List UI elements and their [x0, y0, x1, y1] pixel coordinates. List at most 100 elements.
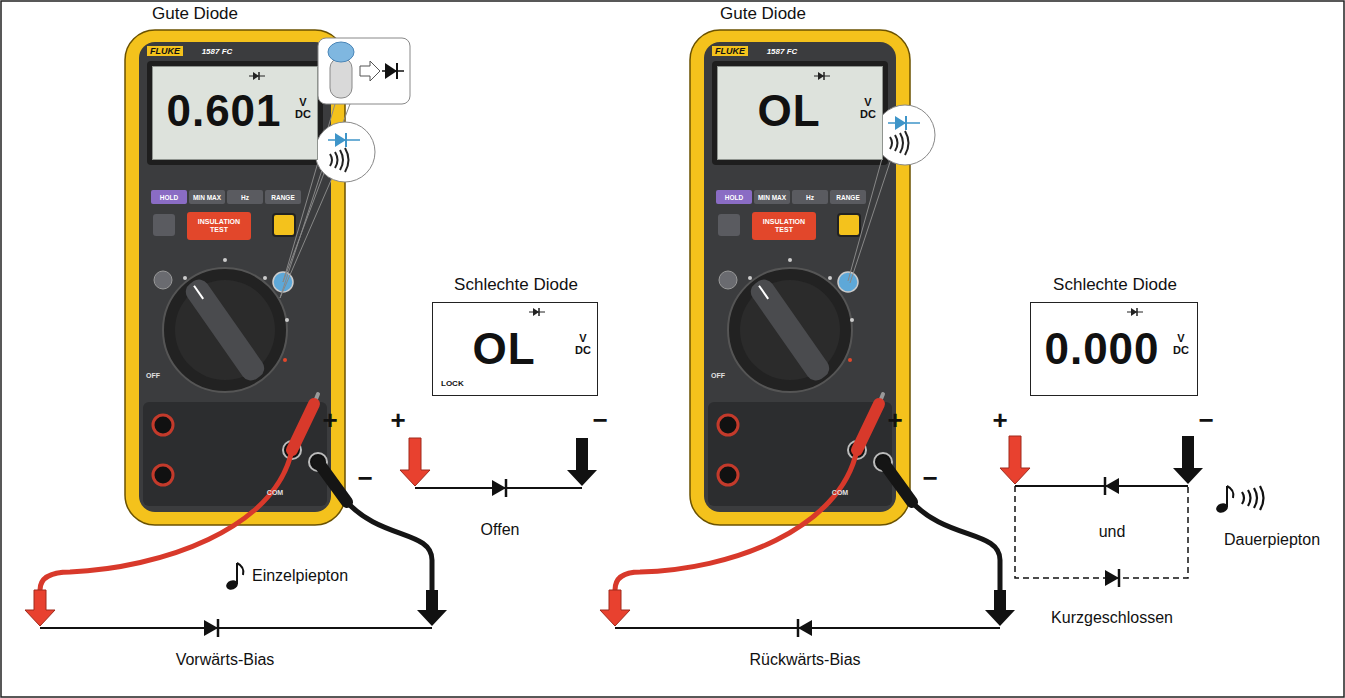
diode-circuit: [204, 620, 218, 636]
diode-icon: [249, 71, 265, 81]
diode-circuit: [40, 619, 432, 637]
polarity-sign: −: [1198, 407, 1213, 433]
diode-circuit: [615, 619, 1000, 637]
dial-callout: [315, 122, 375, 182]
polarity-sign: +: [390, 407, 405, 433]
multimeter-drawing: [690, 30, 910, 525]
beep-note: [1227, 486, 1233, 498]
lock-indicator: LOCK: [441, 379, 464, 388]
diode-icon: [1127, 307, 1143, 317]
beep-note: [236, 563, 238, 584]
diode-circuit: [1015, 485, 1188, 487]
button-label: RANGE: [271, 194, 294, 201]
button-label: MIN MAX: [193, 194, 221, 201]
multimeter-body: Gute DiodeOLV DC: [690, 30, 910, 525]
test-leads: [910, 500, 1000, 590]
display-reading: 0.601: [159, 89, 289, 133]
diode-circuit: [400, 438, 597, 497]
test-leads: [345, 500, 432, 590]
heading: Gute Diode: [85, 4, 305, 24]
diode-icon: [529, 307, 545, 317]
button-callout: [396, 63, 398, 79]
diode-circuit: [1173, 436, 1203, 484]
diode-icon: [818, 72, 824, 80]
beep-note: [1242, 486, 1264, 510]
display-reading: OL: [724, 89, 854, 133]
diode-icon: [814, 71, 830, 81]
diode-icon: [1131, 308, 1137, 316]
multimeter-display: 0.601V DC: [152, 66, 318, 160]
model-number: 1587 FC: [767, 47, 798, 56]
circuit-caption: Vorwärts-Bias: [176, 651, 275, 669]
polarity-sign: −: [357, 465, 372, 491]
dial-callout: [848, 155, 883, 281]
test-leads: [600, 394, 1015, 626]
diode-icon: [258, 72, 260, 80]
button-label: INSULATION TEST: [756, 218, 812, 233]
model-number: 1587 FC: [202, 47, 233, 56]
display-reading: 0.000: [1037, 327, 1167, 371]
multimeter-drawing: [125, 30, 345, 525]
test-leads: [883, 462, 912, 502]
dial-label: OFF: [146, 372, 160, 379]
button-callout: [318, 38, 410, 104]
test-leads: [600, 590, 630, 626]
dial-callout: [875, 105, 935, 165]
brand-logo: FLUKE: [712, 46, 748, 56]
diode-circuit: [1118, 569, 1121, 587]
diode-circuit: [1000, 436, 1030, 484]
multimeter-display: OLV DC: [717, 66, 883, 160]
button-callout: [385, 63, 397, 79]
diode-circuit: [505, 479, 508, 497]
dial-callout: [890, 131, 909, 155]
polarity-sign: +: [992, 407, 1007, 433]
diode-icon: [253, 72, 259, 80]
heading: Schlechte Diode: [421, 275, 611, 295]
diode-circuit: [1104, 477, 1107, 495]
display-unit: V DC: [573, 333, 593, 356]
dial-callout: [905, 116, 907, 130]
button-label: MIN MAX: [758, 194, 786, 201]
diode-circuit: [798, 620, 812, 636]
button-label: HOLD: [160, 194, 178, 201]
test-leads: [318, 462, 347, 502]
dial-callout: [280, 170, 322, 298]
dial-callout: [850, 162, 890, 283]
jack-label: COM: [832, 489, 848, 496]
brand-logo: FLUKE: [147, 46, 183, 56]
test-leads: [857, 404, 879, 450]
diode-circuit: [400, 438, 430, 486]
beep-note: [225, 563, 244, 591]
circuit-caption: Rückwärts-Bias: [749, 651, 860, 669]
beep-note: [1215, 486, 1264, 514]
test-leads: [25, 590, 55, 626]
dial-label: OFF: [711, 372, 725, 379]
beep-caption: Einzelpiepton: [252, 567, 348, 585]
diode-icon: [538, 308, 540, 316]
diode-icon: [823, 72, 825, 80]
diode-circuit: [492, 480, 506, 496]
button-label: RANGE: [836, 194, 859, 201]
test-leads: [25, 394, 447, 626]
diode-circuit: [1015, 486, 1188, 578]
dial-callout: [335, 133, 346, 147]
multimeter-body: Gute Diode0.601V DC: [125, 30, 345, 525]
diode-circuit: [1105, 478, 1119, 494]
button-callout: [328, 42, 354, 62]
display-unit: V DC: [293, 97, 313, 120]
dial-callout: [345, 133, 347, 147]
circuit-caption: und: [1099, 523, 1126, 541]
dial-callout: [330, 148, 349, 172]
polarity-sign: +: [887, 407, 902, 433]
beep-caption: Dauerpiepton: [1224, 531, 1320, 549]
button-label: HOLD: [725, 194, 743, 201]
diode-circuit: [40, 627, 432, 629]
test-leads: [292, 404, 314, 450]
circuit-caption: Kurzgeschlossen: [1051, 609, 1173, 627]
beep-note: [1226, 486, 1228, 507]
button-label: Hz: [806, 194, 814, 201]
beep-note: [237, 563, 243, 575]
button-callout: [360, 61, 380, 81]
